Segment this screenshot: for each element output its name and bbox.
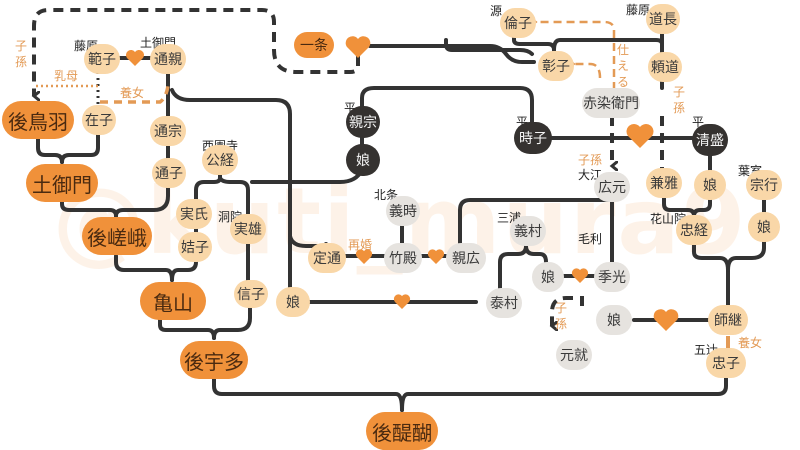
clan-mori: 毛利 [578,232,603,246]
person-michiko: 通子 [152,158,186,188]
person-saneuji: 実氏 [176,199,212,229]
person-michinaga: 道長 [646,4,680,34]
person-kintsune: 公経 [202,145,238,175]
person-gotoba: 後鳥羽 [2,101,74,139]
person-kiyomori: 清盛 [692,124,728,156]
person-musume-miura: 娘 [532,262,564,292]
label-remarriage: 再婚 [348,238,373,252]
person-musume-mori: 娘 [596,305,632,335]
person-motonari: 元就 [556,340,592,370]
hearts [126,36,679,331]
person-tadako: 忠子 [706,348,746,378]
person-yasumura: 泰村 [486,288,522,318]
dashed-musume-motonari [552,296,584,326]
line-gouda-godaigo [212,374,404,412]
person-sadamichi: 定通 [308,243,346,273]
person-gouda: 後宇多 [180,341,248,379]
line-yoshimura-children [498,244,528,292]
line-kintsune-saneuji [194,170,222,204]
person-chikahiro: 親広 [446,243,486,273]
line-michinaga-shoshi [552,38,664,52]
label-adopted-daughter: 養女 [120,86,145,100]
line-shinshi-gouda [212,306,252,340]
line-gosaga-kameyama [114,254,174,282]
dashed-ichijo-gotoba [34,8,360,96]
line-yoshimura-musume [524,244,548,264]
label-grandchild-yorimichi: 子孫 [672,85,685,115]
line-musumekiyo-tadatsune [692,196,712,218]
line-musume-morotsugu [726,240,766,272]
person-musume-taira: 娘 [346,144,380,176]
person-godaigo: 後醍醐 [366,412,438,450]
label-grandchild-mori: 子孫 [554,301,567,331]
person-kanemasa: 兼雅 [646,168,682,198]
person-ichijo: 一条 [294,32,334,58]
line-michichika-musume [170,88,292,290]
person-tadatsune: 忠経 [676,215,712,245]
person-hanko: 範子 [84,44,120,74]
person-michimune: 通宗 [150,116,186,146]
line-ichijo-shoshi [368,44,536,64]
heart-icon-musume-yasumura [393,294,411,309]
line-gotoba-tsuchimikado [36,136,64,164]
label-served: 仕える [616,43,629,89]
person-yorimichi: 頼道 [648,52,682,82]
person-rinshi: 倫子 [500,8,536,38]
person-chikamune: 親宗 [346,106,380,138]
person-hiromoto: 広元 [594,172,630,202]
dashed-adopted-zaishi [100,85,170,104]
person-tokiko: 時子 [514,122,552,154]
person-michichika: 通親 [150,44,186,74]
person-morotsugu: 師継 [708,305,748,335]
line-tsuchimikado-gosaga [60,198,118,218]
dashed-akazome-rinshi [536,22,616,90]
line-zaishi-tsuchimikado [60,133,100,164]
person-yoshimura: 義村 [510,216,546,246]
person-takedono: 竹殿 [384,243,422,273]
line-kameyama-gouda [158,316,216,340]
person-kitsushi: 姞子 [178,232,212,262]
heart-icon-ichijo [345,36,371,58]
person-gosaga: 後嵯峨 [82,217,152,255]
line-kitsushi-kameyama [170,256,198,282]
line-michiko-gosaga [114,184,170,218]
person-musume-munayuki: 娘 [748,212,780,242]
label-wet-nurse: 乳母 [54,69,79,83]
line-kintsune-saneo [218,176,250,216]
line-chikamune-up [360,86,534,124]
person-tsuchimikado: 土御門 [26,164,98,202]
person-kameyama: 亀山 [140,282,206,320]
person-musume-a: 娘 [276,287,310,317]
heart-icon-musume-suemitsu [571,268,589,283]
person-zaishi: 在子 [82,105,116,135]
person-saneo: 実雄 [230,214,266,244]
person-munayuki: 宗行 [746,170,782,200]
person-yoshitoki: 義時 [386,196,420,226]
person-musume-kiyomori: 娘 [694,170,726,200]
person-suemitsu: 季光 [594,262,630,292]
line-taira-musume-kintsune [250,168,364,184]
heart-icon-takedono-chikahiro [427,249,445,264]
heart-icon-morotsugu [653,309,679,331]
line-rinshi-shoshi [512,34,556,52]
line-tadatsune-morotsugu [692,242,730,308]
heart-icon-tokiko-kiyomori [626,124,654,148]
heart-icon-hanko-michichika [126,50,144,66]
line-tadako-godaigo [400,376,728,412]
person-shinshi: 信子 [234,280,268,308]
label-grandchild-akazome: 子孫 [578,153,603,167]
label-adopted-daughter-tadako: 養女 [738,336,763,350]
person-shoshi: 彰子 [538,51,574,81]
person-akazome-emon: 赤染衛門 [582,88,640,118]
clan-minamoto: 源 [490,4,503,18]
label-grandchild-gotoba: 子孫 [14,39,27,69]
clan-fujiwara-2: 藤原 [626,3,651,17]
heart-icon-remarriage [355,249,373,264]
dashed-akazome-shoshi [574,64,602,79]
line-hiromoto-chikahiro [458,194,614,246]
